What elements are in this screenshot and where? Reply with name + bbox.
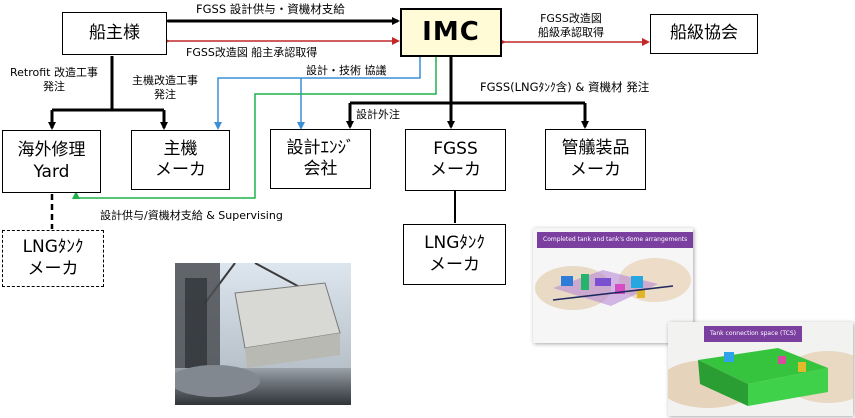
shipowner-label: 船主様 <box>89 22 140 43</box>
label-owner-approval: FGSS改造図 船主承認取得 <box>186 46 318 59</box>
lng-tank-maker-label-1: LNGﾀﾝｸ <box>424 233 485 254</box>
tank-dome-render: Completed tank and tank's dome arrangeme… <box>533 228 693 343</box>
label-class-approval: FGSS改造図 船級承認取得 <box>530 12 612 40</box>
lng-tank-maker-label-2: メーカ <box>429 254 480 275</box>
pipe-outfitting-label-1: 管艤装品 <box>561 138 630 159</box>
label-yard-supply: 設計供与/資機材支給 & Supervising <box>100 209 283 222</box>
classification-society-label: 船級協会 <box>670 23 738 44</box>
label-design-outsource: 設計外注 <box>356 108 400 121</box>
label-class-approval-1: FGSS改造図 <box>540 12 602 25</box>
design-engineering-box: 設計ｴﾝｼﾞ 会社 <box>270 129 371 189</box>
fgss-maker-label-2: メーカ <box>430 160 481 180</box>
engine-maker-box: 主機 メーカ <box>131 130 230 190</box>
lng-tank-maker-box: LNGﾀﾝｸ メーカ <box>403 224 506 285</box>
label-fgss-supply: FGSS 設計供与・資機材支給 <box>196 2 345 16</box>
lng-tank-maker-dashed-label-1: LNGﾀﾝｸ <box>22 237 84 258</box>
arrow-design-consult-engine <box>214 51 424 130</box>
tank-lifting-photo <box>175 263 351 405</box>
design-engineering-label-1: 設計ｴﾝｼﾞ <box>286 137 355 158</box>
pipe-outfitting-label-2: メーカ <box>570 159 621 180</box>
tank-dome-caption: Completed tank and tank's dome arrangeme… <box>537 232 693 248</box>
engine-maker-label-1: 主機 <box>163 138 198 159</box>
lng-tank-maker-dashed-label-2: メーカ <box>27 258 79 279</box>
label-fgss-order: FGSS(LNGﾀﾝｸ含) & 資機材 発注 <box>480 80 650 94</box>
classification-society-box: 船級協会 <box>650 14 758 54</box>
shipowner-box: 船主様 <box>62 12 167 55</box>
label-class-approval-2: 船級承認取得 <box>538 25 604 39</box>
label-retrofit-order-1: Retrofit 改造工事 <box>10 66 98 79</box>
overseas-yard-label-2: Yard <box>33 161 70 182</box>
engine-maker-label-2: メーカ <box>155 160 206 180</box>
label-design-consult: 設計・技術 協議 <box>306 64 387 77</box>
tcs-render: Tank connection space (TCS) <box>668 322 853 416</box>
overseas-yard-label-1: 海外修理 <box>17 140 86 161</box>
imc-box: IMC <box>400 8 502 57</box>
lng-tank-maker-dashed-box: LNGﾀﾝｸ メーカ <box>2 230 104 287</box>
arrow-yard-supply <box>72 57 437 199</box>
label-retrofit-order-2: 発注 <box>43 79 65 93</box>
overseas-yard-box: 海外修理 Yard <box>2 130 101 193</box>
pipe-outfitting-maker-box: 管艤装品 メーカ <box>545 129 646 190</box>
design-engineering-label-2: 会社 <box>303 159 338 179</box>
label-retrofit-order: Retrofit 改造工事 発注 <box>2 66 106 94</box>
fgss-maker-label-1: FGSS <box>433 138 478 159</box>
label-engine-order: 主機改造工事 発注 <box>122 74 208 102</box>
tcs-caption: Tank connection space (TCS) <box>704 326 803 342</box>
imc-label: IMC <box>422 17 480 48</box>
label-engine-order-2: 発注 <box>154 87 176 101</box>
fgss-maker-box: FGSS メーカ <box>405 129 506 191</box>
label-engine-order-1: 主機改造工事 <box>132 74 198 87</box>
